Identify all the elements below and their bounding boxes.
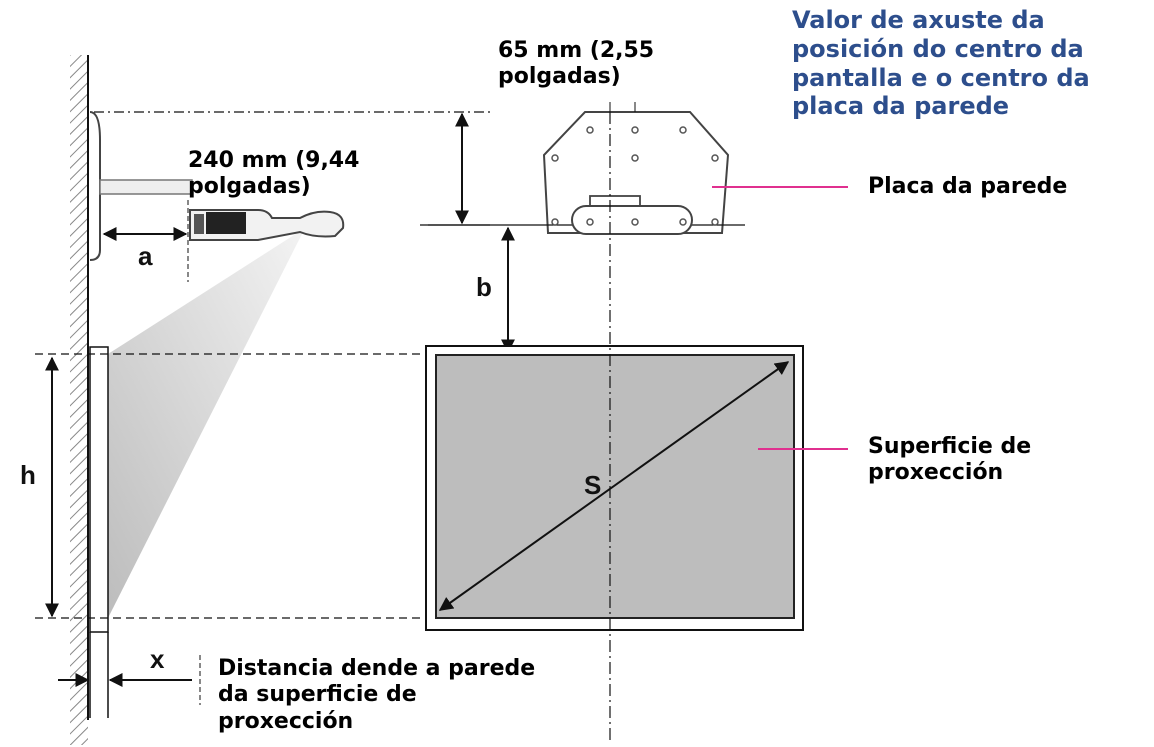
projection-surface-label: Superficie de proxección [868,434,1032,486]
projector-side-view [89,111,345,261]
offset-240-label: 240 mm (9,44 polgadas) [188,148,360,200]
label-a: a [138,241,153,271]
distance-label: Distancia dende a parede da superficie d… [218,656,536,734]
label-h: h [20,460,36,490]
label-b: b [476,272,492,302]
wall-plate-front-view [420,102,745,235]
dimension-a: a [102,200,189,282]
screen-side-view [89,346,109,633]
label-s: S [584,470,601,500]
dimension-b: b [476,226,515,354]
label-x: x [150,644,165,674]
projection-surface-front-view: S [425,345,804,631]
dimension-x: x [58,632,201,718]
dimension-h: h [20,356,59,618]
wall-plate-label: Placa da parede [868,174,1068,199]
diagram-title: Valor de axuste da posición do centro da… [792,6,1090,121]
projection-beam [108,228,305,618]
wall [70,55,89,745]
offset-65-label: 65 mm (2,55 polgadas) [498,38,655,90]
